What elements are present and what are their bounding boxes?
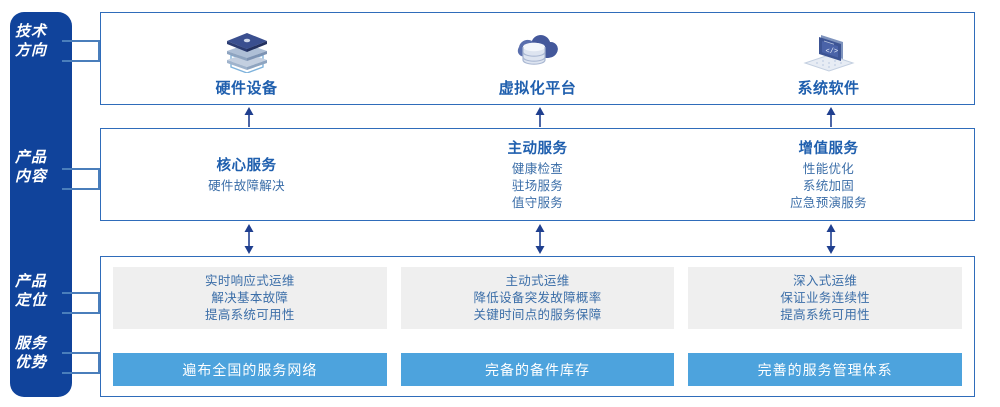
connector-technology-vertical: [98, 40, 100, 61]
content-title: 核心服务: [216, 158, 277, 174]
cloud-database-icon: [506, 23, 570, 73]
sidebar-label-line1: 技术: [14, 23, 47, 40]
advantage-label: 完善的服务管理体系: [757, 361, 893, 378]
technology-column-virtualization[interactable]: 虚拟化平台: [392, 13, 683, 104]
positioning-row: 实时响应式运维 解决基本故障 提高系统可用性 主动式运维 降低设备突发故障概率 …: [113, 267, 963, 329]
technology-direction-panel: 硬件设备: [100, 12, 975, 105]
sidebar-label-line2: 方向: [14, 42, 47, 59]
technology-label: 硬件设备: [215, 80, 278, 97]
arrow-double-proactive: [535, 224, 545, 254]
product-positioning-panel: 实时响应式运维 解决基本故障 提高系统可用性 主动式运维 降低设备突发故障概率 …: [100, 256, 975, 397]
advantage-label: 遍布全国的服务网络: [182, 361, 318, 378]
sidebar-item-product-positioning: 产品 定位: [0, 272, 62, 310]
sidebar-label-line2: 内容: [14, 168, 47, 185]
positioning-item: 提高系统可用性: [205, 307, 295, 322]
sidebar-label-line2: 定位: [14, 292, 47, 309]
connector-positioning-bottom: [62, 312, 100, 314]
sidebar-label-line2: 优势: [14, 354, 47, 371]
content-item: 健康检查: [511, 162, 564, 176]
content-item: 系统加固: [802, 179, 855, 193]
positioning-cell-realtime[interactable]: 实时响应式运维 解决基本故障 提高系统可用性: [113, 267, 387, 329]
content-title: 主动服务: [507, 141, 568, 157]
arrow-up-system-software: [826, 107, 836, 127]
connector-content-vertical: [98, 168, 100, 189]
positioning-cell-proactive[interactable]: 主动式运维 降低设备突发故障概率 关键时间点的服务保障: [400, 267, 675, 329]
connector-advantage-vertical: [98, 352, 100, 373]
content-column-value-added-service[interactable]: 增值服务 性能优化 系统加固 应急预演服务: [683, 129, 974, 220]
content-item: 性能优化: [802, 162, 855, 176]
positioning-item: 提高系统可用性: [780, 307, 870, 322]
positioning-item: 解决基本故障: [211, 290, 289, 305]
arrow-up-hardware: [244, 107, 254, 127]
positioning-item: 深入式运维: [793, 273, 858, 288]
positioning-item: 保证业务连续性: [780, 290, 870, 305]
advantage-bar-management-system[interactable]: 完善的服务管理体系: [688, 353, 963, 386]
server-stack-icon: [215, 23, 279, 74]
positioning-item: 关键时间点的服务保障: [473, 307, 602, 322]
connector-advantage-bottom: [62, 372, 100, 374]
sidebar-label-line1: 服务: [14, 335, 47, 352]
content-item: 硬件故障解决: [208, 179, 285, 193]
content-item: 驻场服务: [511, 179, 564, 193]
laptop-code-icon: </>: [797, 23, 861, 73]
arrow-up-virtualization: [535, 107, 545, 127]
connector-technology-top: [62, 40, 100, 42]
content-item: 应急预演服务: [790, 196, 867, 210]
technology-label: 系统软件: [797, 80, 860, 97]
technology-column-hardware[interactable]: 硬件设备: [101, 13, 392, 104]
connector-positioning-vertical: [98, 292, 100, 313]
technology-column-system-software[interactable]: </> 系统软件: [683, 13, 974, 104]
technology-label: 虚拟化平台: [498, 80, 577, 97]
positioning-item: 降低设备突发故障概率: [473, 290, 602, 305]
content-title: 增值服务: [798, 141, 859, 157]
sidebar-item-technology-direction: 技术 方向: [0, 22, 62, 60]
connector-content-top: [62, 168, 100, 170]
advantage-bar-service-network[interactable]: 遍布全国的服务网络: [113, 353, 387, 386]
arrow-double-core: [244, 224, 254, 254]
connector-advantage-top: [62, 352, 100, 354]
sidebar-label-line1: 产品: [14, 273, 47, 290]
connector-content-bottom: [62, 188, 100, 190]
positioning-item: 实时响应式运维: [205, 273, 295, 288]
connector-positioning-top: [62, 292, 100, 294]
arrow-double-value-added: [826, 224, 836, 254]
content-column-core-service[interactable]: 核心服务 硬件故障解决: [101, 129, 392, 220]
product-content-panel: 核心服务 硬件故障解决 主动服务 健康检查 驻场服务 值守服务 增值服务 性能优…: [100, 128, 975, 221]
advantage-row: 遍布全国的服务网络 完备的备件库存 完善的服务管理体系: [113, 353, 963, 386]
positioning-cell-indepth[interactable]: 深入式运维 保证业务连续性 提高系统可用性: [688, 267, 963, 329]
svg-text:</>: </>: [825, 48, 838, 56]
sidebar-item-product-content: 产品 内容: [0, 148, 62, 186]
advantage-label: 完备的备件库存: [485, 361, 590, 378]
sidebar-label-line1: 产品: [14, 149, 47, 166]
sidebar: [10, 12, 72, 397]
advantage-bar-spare-parts[interactable]: 完备的备件库存: [400, 353, 675, 386]
content-column-proactive-service[interactable]: 主动服务 健康检查 驻场服务 值守服务: [392, 129, 683, 220]
connector-technology-bottom: [62, 60, 100, 62]
positioning-item: 主动式运维: [505, 273, 570, 288]
content-item: 值守服务: [511, 196, 564, 210]
sidebar-item-service-advantage: 服务 优势: [0, 334, 62, 372]
